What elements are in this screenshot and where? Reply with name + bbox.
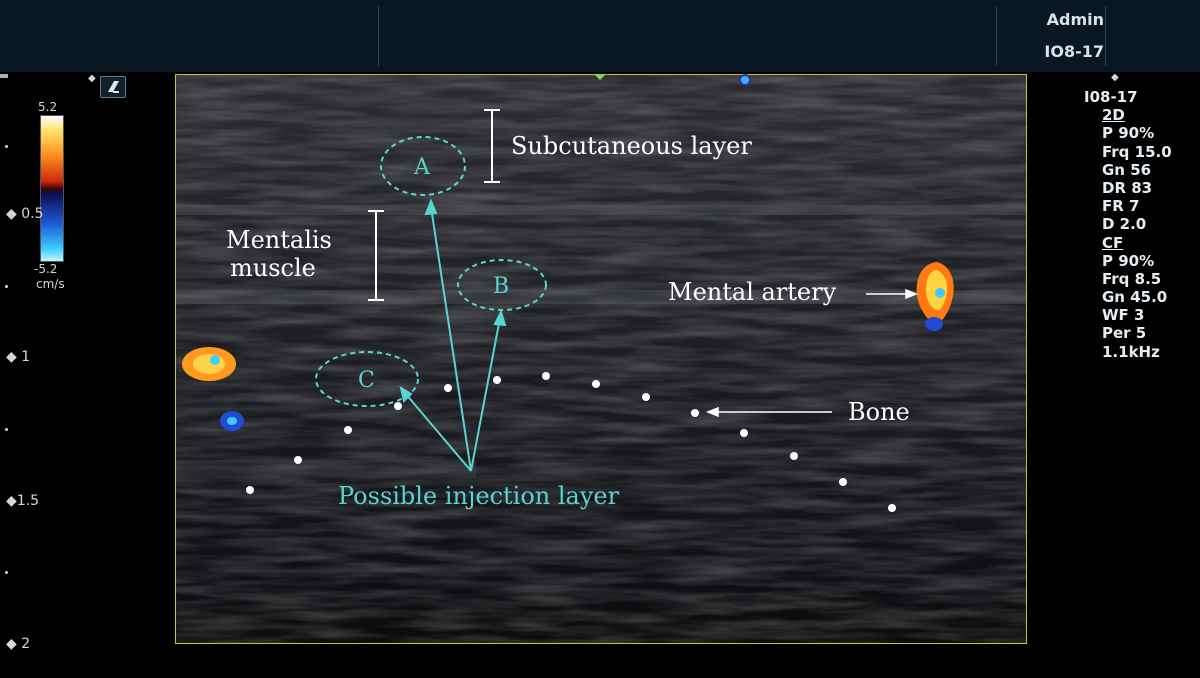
mental-artery-flow-blue xyxy=(935,288,945,298)
user-label[interactable]: Admin xyxy=(1046,10,1104,29)
subcutaneous-label: Subcutaneous layer xyxy=(511,132,752,160)
top-marker xyxy=(0,74,8,78)
tissue-texture xyxy=(176,75,1026,643)
depth-value: 2 xyxy=(21,636,31,652)
mentalis-label-line1: Mentalis xyxy=(226,226,332,254)
bone-dot xyxy=(246,486,254,494)
bone-dot xyxy=(790,452,798,460)
mentalis-label-line2: muscle xyxy=(230,254,316,282)
parameter-panel: I08-17 2D P 90% Frq 15.0 Gn 56 DR 83 FR … xyxy=(1078,88,1198,361)
arrow-to-b xyxy=(470,317,501,472)
bone-dot xyxy=(542,372,550,380)
arrowhead-c xyxy=(399,385,413,403)
bone-dot xyxy=(691,409,699,417)
mental-artery-label: Mental artery xyxy=(668,278,837,306)
param-cf-prf: 1.1kHz xyxy=(1102,342,1160,361)
bone-arrowhead xyxy=(705,406,719,418)
diamond-icon: ◆ xyxy=(1111,72,1119,83)
tissue-band xyxy=(176,290,1026,304)
param-2d-gain: Gn 56 xyxy=(1102,160,1152,179)
bone-dot xyxy=(642,393,650,401)
layer-c-ellipse xyxy=(315,351,419,407)
colorbar-min: -5.2 xyxy=(34,262,58,276)
probe-label[interactable]: IO8-17 xyxy=(1044,42,1104,61)
injection-layer-label: Possible injection layer xyxy=(338,482,620,510)
layer-c-label: C xyxy=(358,368,375,393)
depth-label-1-5: ◆1.5 xyxy=(6,493,40,509)
tissue-band xyxy=(176,205,1026,215)
bone-dot xyxy=(344,426,352,434)
panel-probe: I08-17 xyxy=(1084,88,1138,106)
artery-arrowhead xyxy=(905,288,919,300)
doppler-flow-left-core xyxy=(193,354,225,374)
color-scale-bar xyxy=(40,115,64,262)
focus-marker-icon xyxy=(594,74,606,80)
depth-value: 0.5 xyxy=(21,206,44,222)
bone-dot xyxy=(493,376,501,384)
ultrasound-image[interactable] xyxy=(175,74,1027,644)
param-2d-frame-rate: FR 7 xyxy=(1102,197,1140,216)
depth-tick xyxy=(5,571,8,574)
param-2d-power: P 90% xyxy=(1102,124,1155,143)
diamond-icon: ◆ xyxy=(88,73,96,84)
layer-b-ellipse xyxy=(457,259,547,311)
depth-tick xyxy=(5,145,8,148)
doppler-flow-left-blue xyxy=(210,355,220,365)
layer-b-label: B xyxy=(493,274,509,299)
depth-label-1: ◆ 1 xyxy=(6,349,31,365)
bone-dot xyxy=(888,504,896,512)
bone-dot xyxy=(740,429,748,437)
divider xyxy=(996,6,997,66)
param-cf-frequency: Frq 8.5 xyxy=(1102,269,1162,288)
bone-dot xyxy=(294,456,302,464)
depth-value: 1 xyxy=(21,349,31,365)
tissue-band xyxy=(176,460,476,478)
doppler-flow-top xyxy=(739,74,751,86)
depth-tick xyxy=(5,285,8,288)
bone-dot xyxy=(394,402,402,410)
depth-label-0-5: ◆ 0.5 xyxy=(6,206,44,222)
arrowhead-b xyxy=(493,309,507,327)
layer-a-label: A xyxy=(413,155,431,180)
param-2d-dynamic-range: DR 83 xyxy=(1102,178,1153,197)
depth-label-2: ◆ 2 xyxy=(6,636,31,652)
top-status-bar: Admin IO8-17 xyxy=(0,0,1200,72)
param-cf-persistence: Per 5 xyxy=(1102,324,1147,343)
arrowhead-a xyxy=(424,198,438,216)
colorbar-max: 5.2 xyxy=(38,100,58,114)
bone-dot xyxy=(839,478,847,486)
arrow-to-a xyxy=(430,206,472,472)
param-cf-gain: Gn 45.0 xyxy=(1102,288,1168,307)
depth-tick xyxy=(5,428,8,431)
param-2d-frequency: Frq 15.0 xyxy=(1102,142,1172,161)
section-title-cf[interactable]: CF xyxy=(1102,233,1124,252)
layer-a-ellipse xyxy=(380,136,466,196)
colorbar-unit: cm/s xyxy=(36,277,65,291)
param-cf-wall-filter: WF 3 xyxy=(1102,306,1145,325)
bone-dot xyxy=(592,380,600,388)
divider xyxy=(378,6,379,66)
param-2d-depth: D 2.0 xyxy=(1102,215,1147,234)
bone-label: Bone xyxy=(848,398,910,426)
depth-value: 1.5 xyxy=(16,493,40,509)
orientation-icon[interactable] xyxy=(100,76,126,98)
param-cf-power: P 90% xyxy=(1102,251,1155,270)
mental-artery-flow-bottom xyxy=(925,317,943,331)
section-title-2d[interactable]: 2D xyxy=(1102,106,1125,125)
divider xyxy=(1105,6,1106,66)
doppler-flow-lower-core xyxy=(227,417,237,425)
bone-dot xyxy=(444,384,452,392)
arrow-to-c xyxy=(404,392,472,472)
